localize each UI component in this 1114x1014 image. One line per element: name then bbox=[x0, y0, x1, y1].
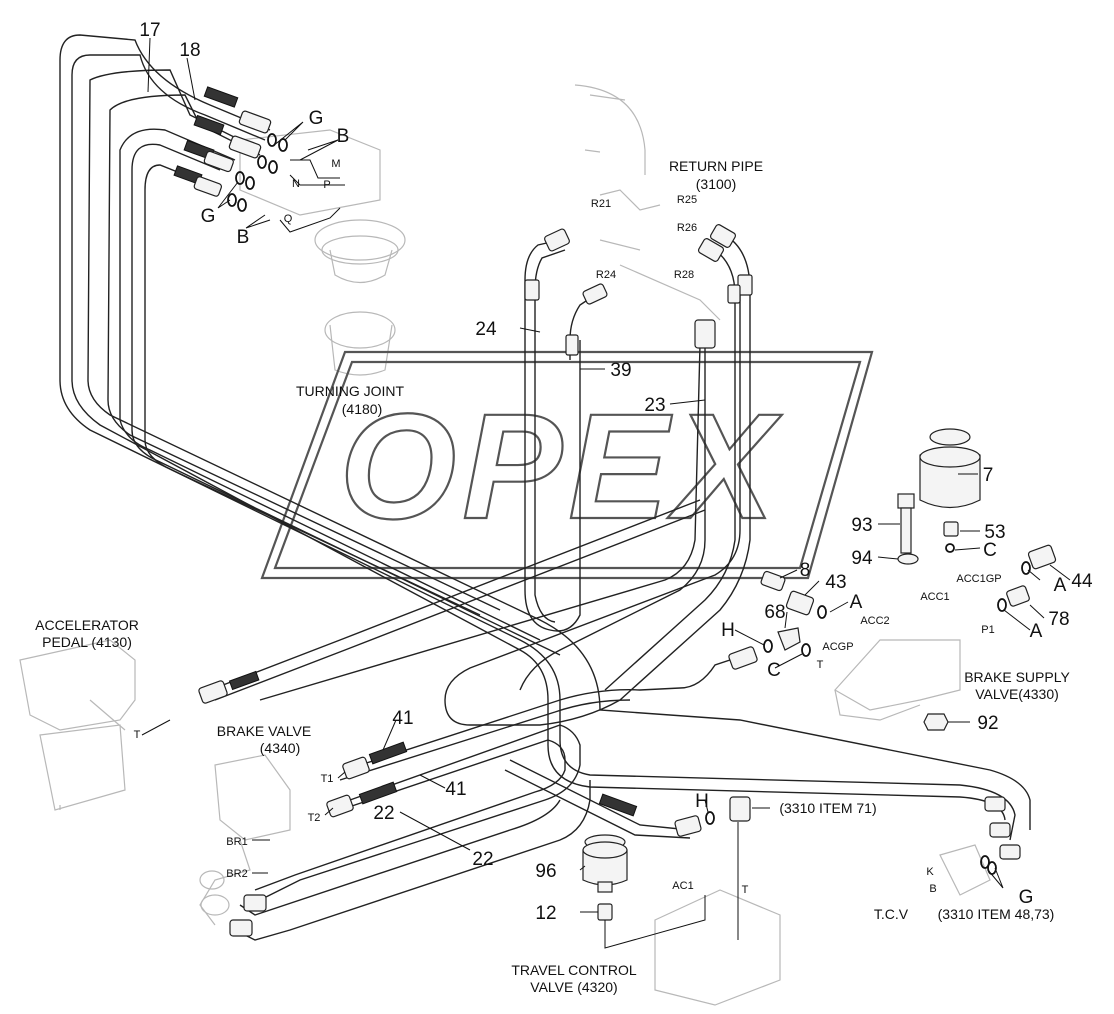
port-p1: P1 bbox=[981, 624, 994, 636]
brake-valve-code: (4340) bbox=[260, 740, 300, 756]
seal-g-2: G bbox=[201, 206, 216, 227]
accelerator-pedal-code: PEDAL (4130) bbox=[42, 634, 132, 650]
leader-lines bbox=[141, 37, 1071, 949]
part-8: 8 bbox=[800, 560, 811, 581]
port-br2: BR2 bbox=[226, 868, 247, 880]
port-br1: BR1 bbox=[226, 836, 247, 848]
return-pipe-code: (3100) bbox=[696, 176, 736, 192]
port-acc1gp: ACC1GP bbox=[956, 573, 1001, 585]
turning-joint-label: TURNING JOINT bbox=[296, 383, 405, 399]
fittings bbox=[173, 86, 1021, 937]
elbow-68 bbox=[777, 627, 801, 651]
fitting-53 bbox=[943, 521, 959, 537]
brake-valve-label: BRAKE VALVE bbox=[217, 723, 311, 739]
part-41-a: 41 bbox=[392, 708, 413, 729]
seal-a-3: A bbox=[1030, 621, 1043, 642]
item71-ref: (3310 ITEM 71) bbox=[779, 800, 876, 816]
port-acgp: ACGP bbox=[822, 641, 853, 653]
opex-watermark: OPEX bbox=[260, 350, 874, 580]
part-96: 96 bbox=[535, 861, 556, 882]
part-12: 12 bbox=[535, 903, 556, 924]
washer-94 bbox=[897, 553, 919, 565]
seal-b-1: B bbox=[337, 126, 350, 147]
fitting-item71 bbox=[729, 796, 751, 822]
port-acc1: ACC1 bbox=[920, 591, 949, 603]
port-k: K bbox=[926, 866, 934, 878]
component-captions: RETURN PIPE (3100) TURNING JOINT (4180) … bbox=[35, 158, 1070, 995]
part-17: 17 bbox=[139, 20, 160, 41]
fitting-12 bbox=[597, 903, 613, 921]
seal-g-1: G bbox=[309, 108, 324, 129]
nut-92 bbox=[923, 713, 949, 731]
seal-b-2: B bbox=[237, 227, 250, 248]
part-53: 53 bbox=[984, 522, 1005, 543]
brake-supply-valve-code: VALVE(4330) bbox=[975, 686, 1059, 702]
seal-h-1: H bbox=[721, 620, 735, 641]
port-r21: R21 bbox=[591, 198, 611, 210]
part-22-b: 22 bbox=[472, 849, 493, 870]
part-41-b: 41 bbox=[445, 779, 466, 800]
part-44: 44 bbox=[1071, 571, 1093, 592]
parts bbox=[582, 428, 1057, 921]
part-39: 39 bbox=[610, 360, 631, 381]
filter-96 bbox=[582, 834, 628, 893]
part-68: 68 bbox=[764, 602, 785, 623]
accelerator-pedal-label: ACCELERATOR bbox=[35, 617, 139, 633]
fitting-78 bbox=[1006, 585, 1030, 607]
ghost-components bbox=[19, 84, 991, 1006]
turning-joint-code: (4180) bbox=[342, 401, 382, 417]
seal-letters: G B G B C A A A H C H G bbox=[201, 108, 1067, 908]
bolt-93 bbox=[897, 493, 915, 554]
port-r28: R28 bbox=[674, 269, 694, 281]
port-t2: T2 bbox=[308, 812, 321, 824]
seal-a-2: A bbox=[850, 592, 863, 613]
tcv-label: T.C.V bbox=[874, 906, 909, 922]
fitting-8 bbox=[760, 570, 786, 592]
brake-supply-valve-label: BRAKE SUPPLY bbox=[964, 669, 1070, 685]
seal-g-3: G bbox=[1019, 887, 1034, 908]
lower-hoses bbox=[209, 499, 746, 941]
port-t-tcv: T bbox=[742, 884, 749, 896]
port-t-bsv: T bbox=[817, 659, 824, 671]
part-23: 23 bbox=[644, 395, 665, 416]
port-r26: R26 bbox=[677, 222, 697, 234]
travel-control-valve-label: TRAVEL CONTROL bbox=[511, 962, 636, 978]
port-r24: R24 bbox=[596, 269, 616, 281]
part-94: 94 bbox=[851, 548, 873, 569]
travel-control-valve-code: VALVE (4320) bbox=[530, 979, 617, 995]
part-93: 93 bbox=[851, 515, 872, 536]
accumulator-7 bbox=[919, 428, 981, 509]
fitting-44 bbox=[1027, 544, 1057, 570]
part-43: 43 bbox=[825, 572, 846, 593]
port-t-pedal: T bbox=[134, 729, 141, 741]
port-t1: T1 bbox=[321, 773, 334, 785]
seal-a-1: A bbox=[1054, 575, 1067, 596]
part-24: 24 bbox=[475, 319, 497, 340]
port-labels: M N P Q R21 R25 R26 R24 R28 ACC1GP ACC1 … bbox=[134, 158, 1002, 896]
port-ac1: AC1 bbox=[672, 880, 693, 892]
tcv-ref: (3310 ITEM 48,73) bbox=[938, 906, 1055, 922]
port-q: Q bbox=[284, 213, 293, 225]
seal-c-2: C bbox=[767, 660, 781, 681]
part-numbers: 17 18 24 39 23 7 93 53 94 8 43 44 68 78 … bbox=[139, 20, 1093, 924]
part-78: 78 bbox=[1048, 609, 1069, 630]
port-p: P bbox=[323, 179, 330, 191]
part-7: 7 bbox=[983, 465, 994, 486]
port-m: M bbox=[331, 158, 340, 170]
port-n: N bbox=[292, 178, 300, 190]
part-92: 92 bbox=[977, 713, 998, 734]
watermark-text: OPEX bbox=[340, 382, 783, 550]
fitting-43 bbox=[785, 590, 815, 616]
part-22-a: 22 bbox=[373, 803, 394, 824]
port-b-tcv: B bbox=[929, 883, 936, 895]
seal-c-1: C bbox=[983, 540, 997, 561]
part-18: 18 bbox=[179, 40, 200, 61]
return-pipe-label: RETURN PIPE bbox=[669, 158, 763, 174]
o-rings bbox=[227, 133, 1031, 875]
port-r25: R25 bbox=[677, 194, 697, 206]
port-acc2: ACC2 bbox=[860, 615, 889, 627]
seal-h-2: H bbox=[695, 791, 709, 812]
